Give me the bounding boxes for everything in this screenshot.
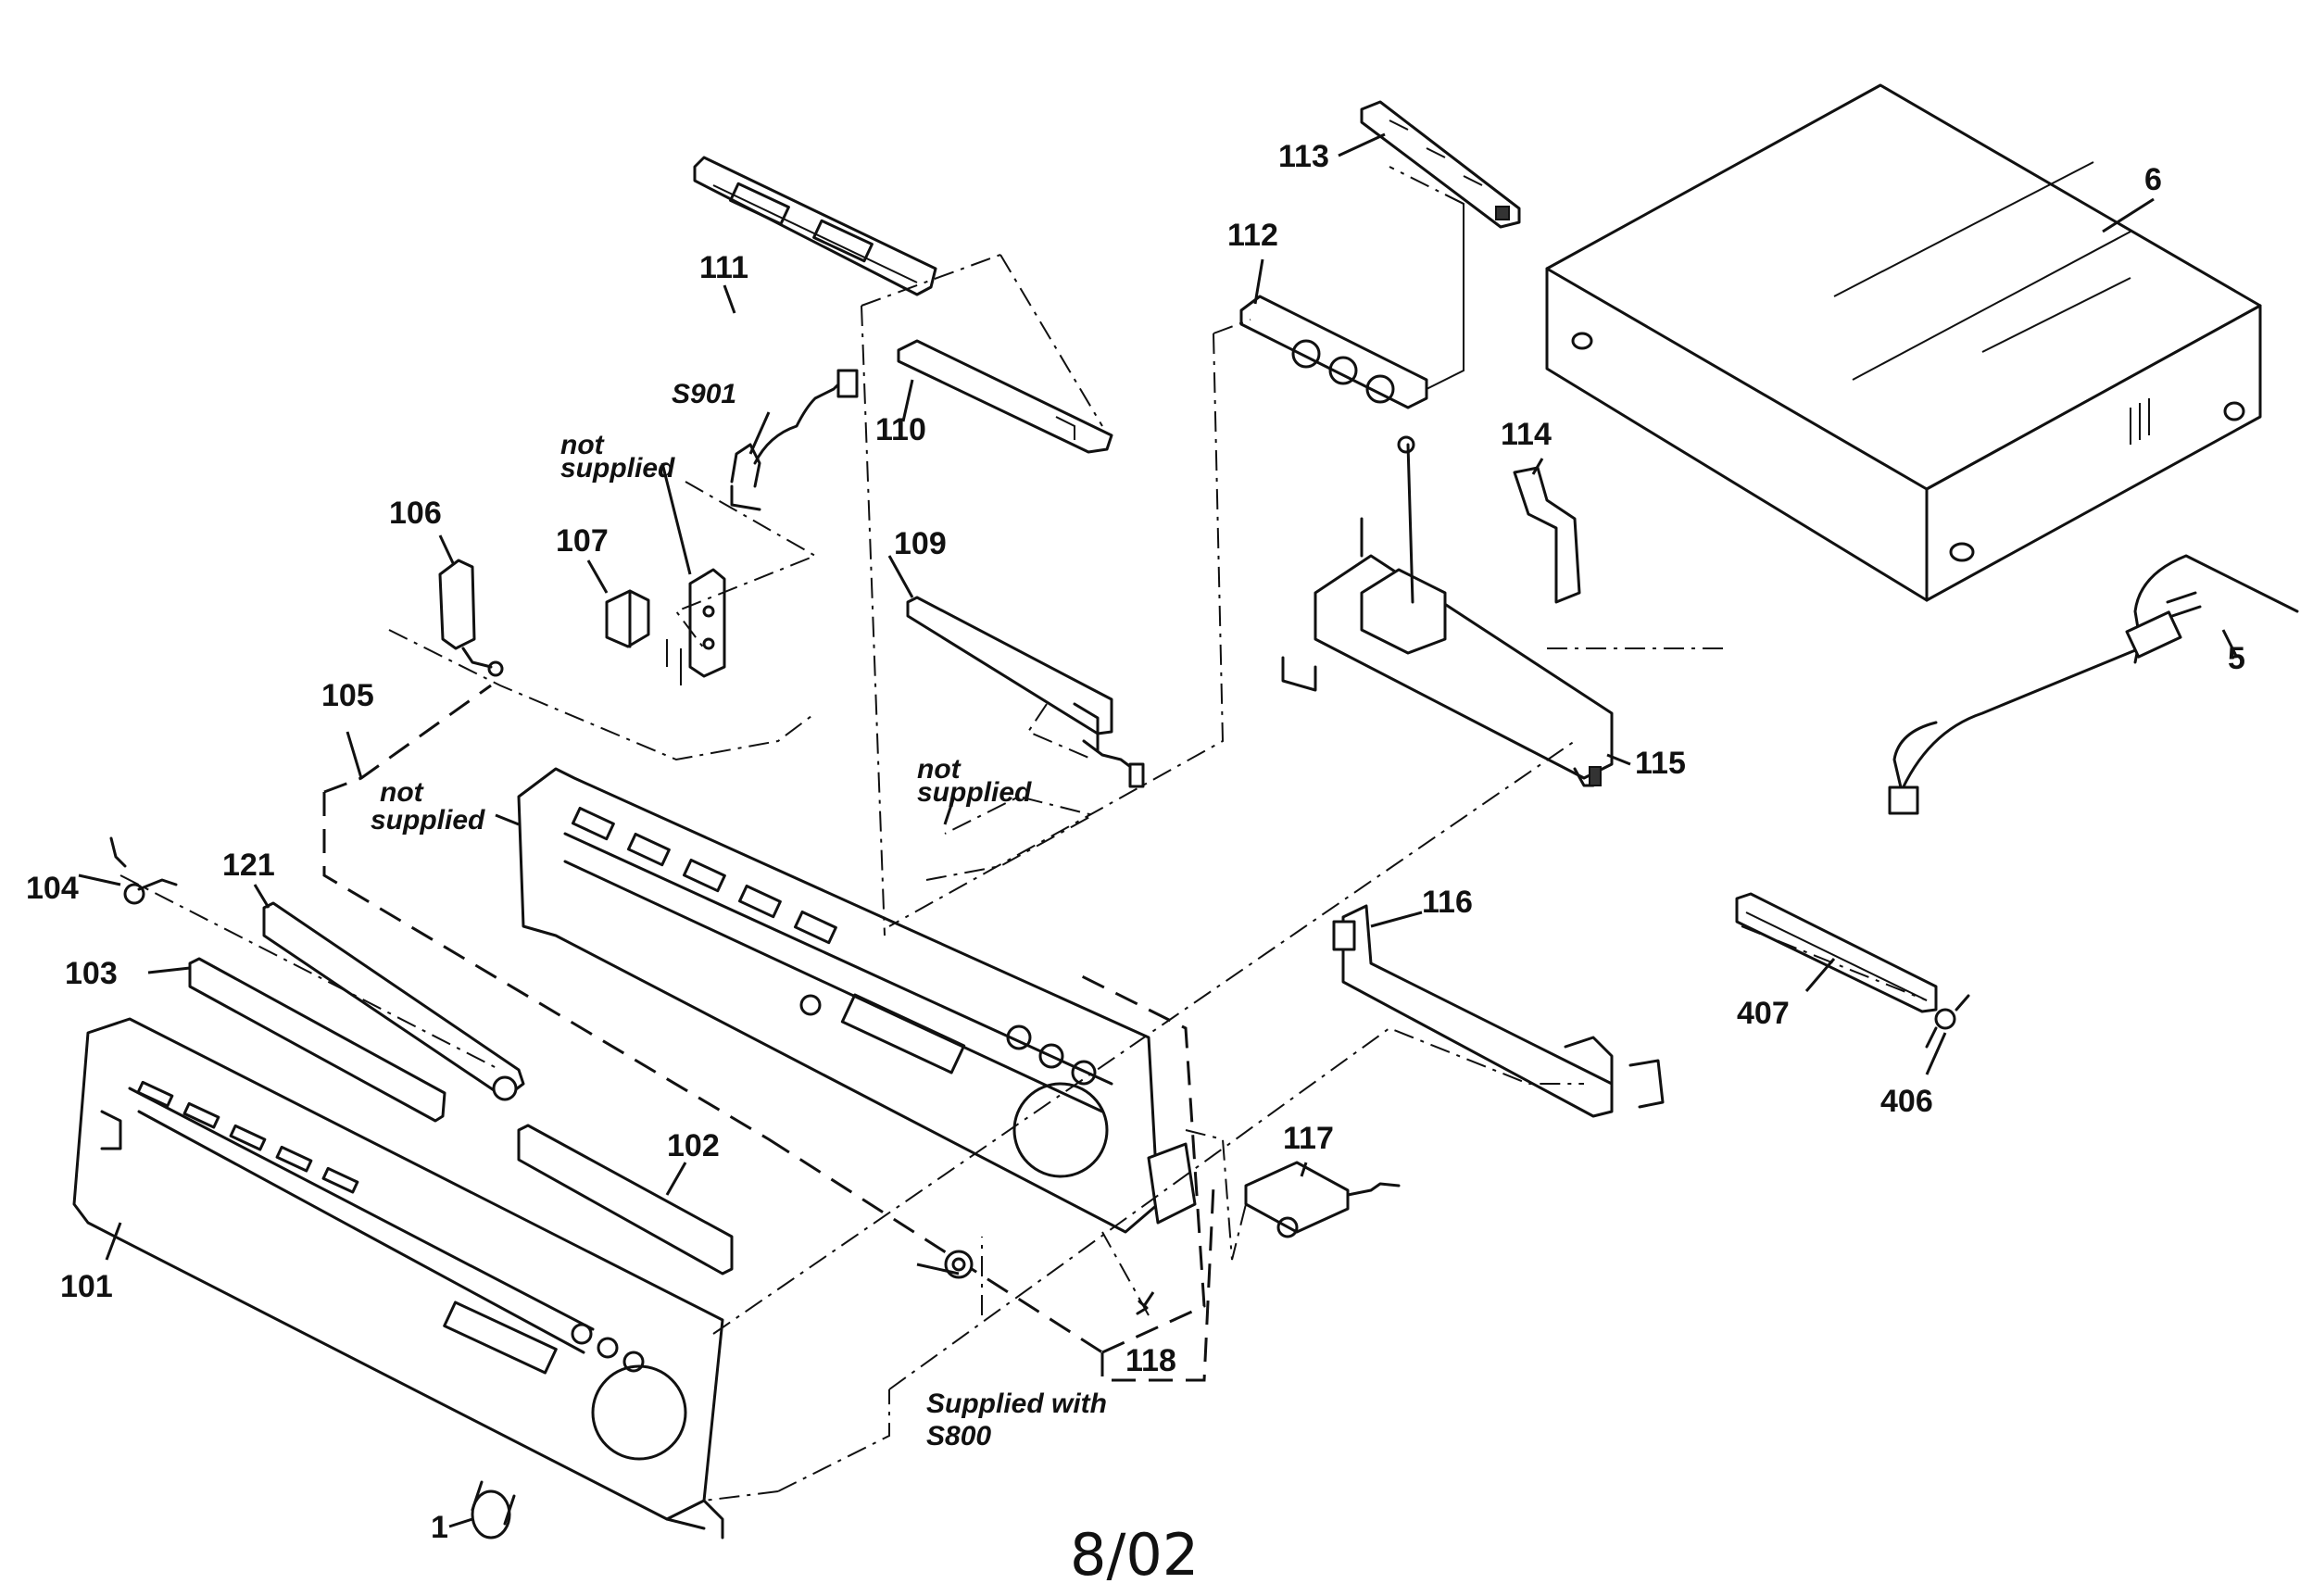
part-107 [605,589,650,648]
part-label-115: 115 [1635,746,1686,781]
part-label-112: 112 [1227,218,1278,253]
switch-s901-part [730,369,859,511]
part-label-407: 407 [1737,996,1790,1031]
board-111-part [693,156,937,296]
part-label-107: 107 [556,523,609,559]
power-cord-part [1888,554,2299,815]
part-label-s901: S901 [672,379,736,409]
sub-chassis-115-part [1281,435,1614,787]
part-label-105: 105 [321,678,374,713]
part-label-103: 103 [65,956,118,991]
part-label-5: 5 [2228,641,2245,676]
part-label-101: 101 [60,1269,113,1304]
bracket-118-part [1100,1142,1215,1382]
part-label-406: 406 [1880,1084,1933,1119]
part-label-117: 117 [1283,1121,1334,1156]
board-110-part [897,339,1113,454]
part-label-114: 114 [1501,417,1552,452]
part-label-121: 121 [222,848,275,883]
part-label-106: 106 [389,496,442,531]
part-label-6: 6 [2144,162,2162,197]
rail-109-part [906,596,1145,788]
note-supplied-with-line1: Supplied with [926,1389,1107,1419]
board-113-part [1360,100,1521,229]
note-not-supplied-1-line2: supplied [560,453,675,484]
note-not-supplied-3-line2: supplied [917,777,1032,808]
note-not-supplied-2-line1: not [380,777,425,808]
leader-lines [78,132,2239,1528]
panel-103-part [188,957,446,1123]
top-cover-part [1545,83,2262,602]
assembly-lines [119,166,1928,1502]
board-117-part [1244,1161,1401,1238]
part-label-104: 104 [26,871,79,906]
front-panel-101-part [72,1017,724,1539]
note-supplied-with-line2: S800 [926,1421,991,1451]
bracket-407-part [1735,892,1938,1013]
note-not-supplied-2-line2: supplied [371,805,485,836]
part-label-116: 116 [1422,885,1473,920]
bracket-116-part [1332,904,1665,1118]
knob-1-part [471,1480,516,1539]
part-label-113: 113 [1278,139,1329,174]
note-not-supplied-1-line1: not [560,430,606,460]
screw-406-part [1925,994,1970,1049]
part-label-102: 102 [667,1128,720,1163]
ribbon-cable-114-part [1513,466,1581,604]
note-not-supplied-3-line1: not [917,754,962,785]
part-label-111: 111 [699,250,748,285]
panel-102-part [517,1124,734,1276]
bracket-106-part [438,559,504,677]
part-label-109: 109 [894,526,947,561]
part-label-110: 110 [875,412,926,447]
page-footer-date: 8/02 [1070,1521,1199,1589]
part-label-118: 118 [1125,1343,1176,1378]
bracket-not-supplied-part [666,568,726,685]
part-label-1: 1 [431,1510,448,1545]
spring-104-part [109,836,178,905]
